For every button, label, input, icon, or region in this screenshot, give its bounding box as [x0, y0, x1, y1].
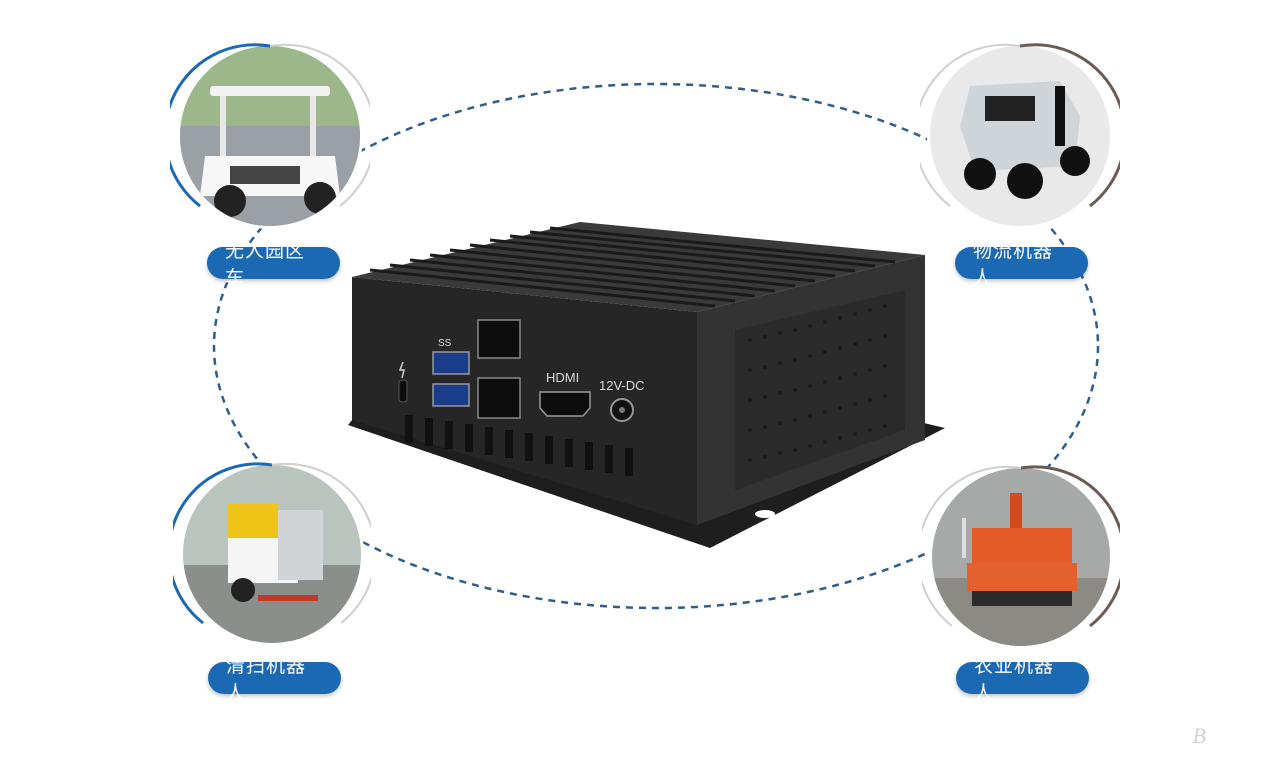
label-cleaning-robot: 清扫机器人: [208, 655, 341, 704]
label-agriculture-robot: 农业机器人: [956, 655, 1089, 704]
hdmi-port: [539, 391, 591, 417]
usb-ss-logo: SS: [438, 338, 452, 349]
label-park-vehicle: 无人园区车: [207, 240, 340, 289]
agriculture-robot-image: [932, 468, 1110, 646]
logistics-robot-image: [930, 46, 1110, 226]
label-logistics-robot: 物流机器人: [955, 240, 1088, 289]
lan-port-lower: [477, 377, 521, 419]
lan-port-upper: [477, 319, 521, 359]
usb-c-port: [398, 379, 408, 403]
watermark: B: [1192, 723, 1206, 748]
connection-ellipse: [212, 82, 1100, 610]
park-vehicle-image: [180, 46, 360, 226]
cleaning-robot-image: [183, 465, 361, 643]
mini-pc: SS HDMI 12V-DC: [348, 222, 945, 548]
usb-port-lower: [432, 383, 470, 407]
hdmi-label: HDMI: [546, 370, 579, 385]
dc-label: 12V-DC: [599, 378, 645, 393]
usb-port-upper: [432, 351, 470, 375]
